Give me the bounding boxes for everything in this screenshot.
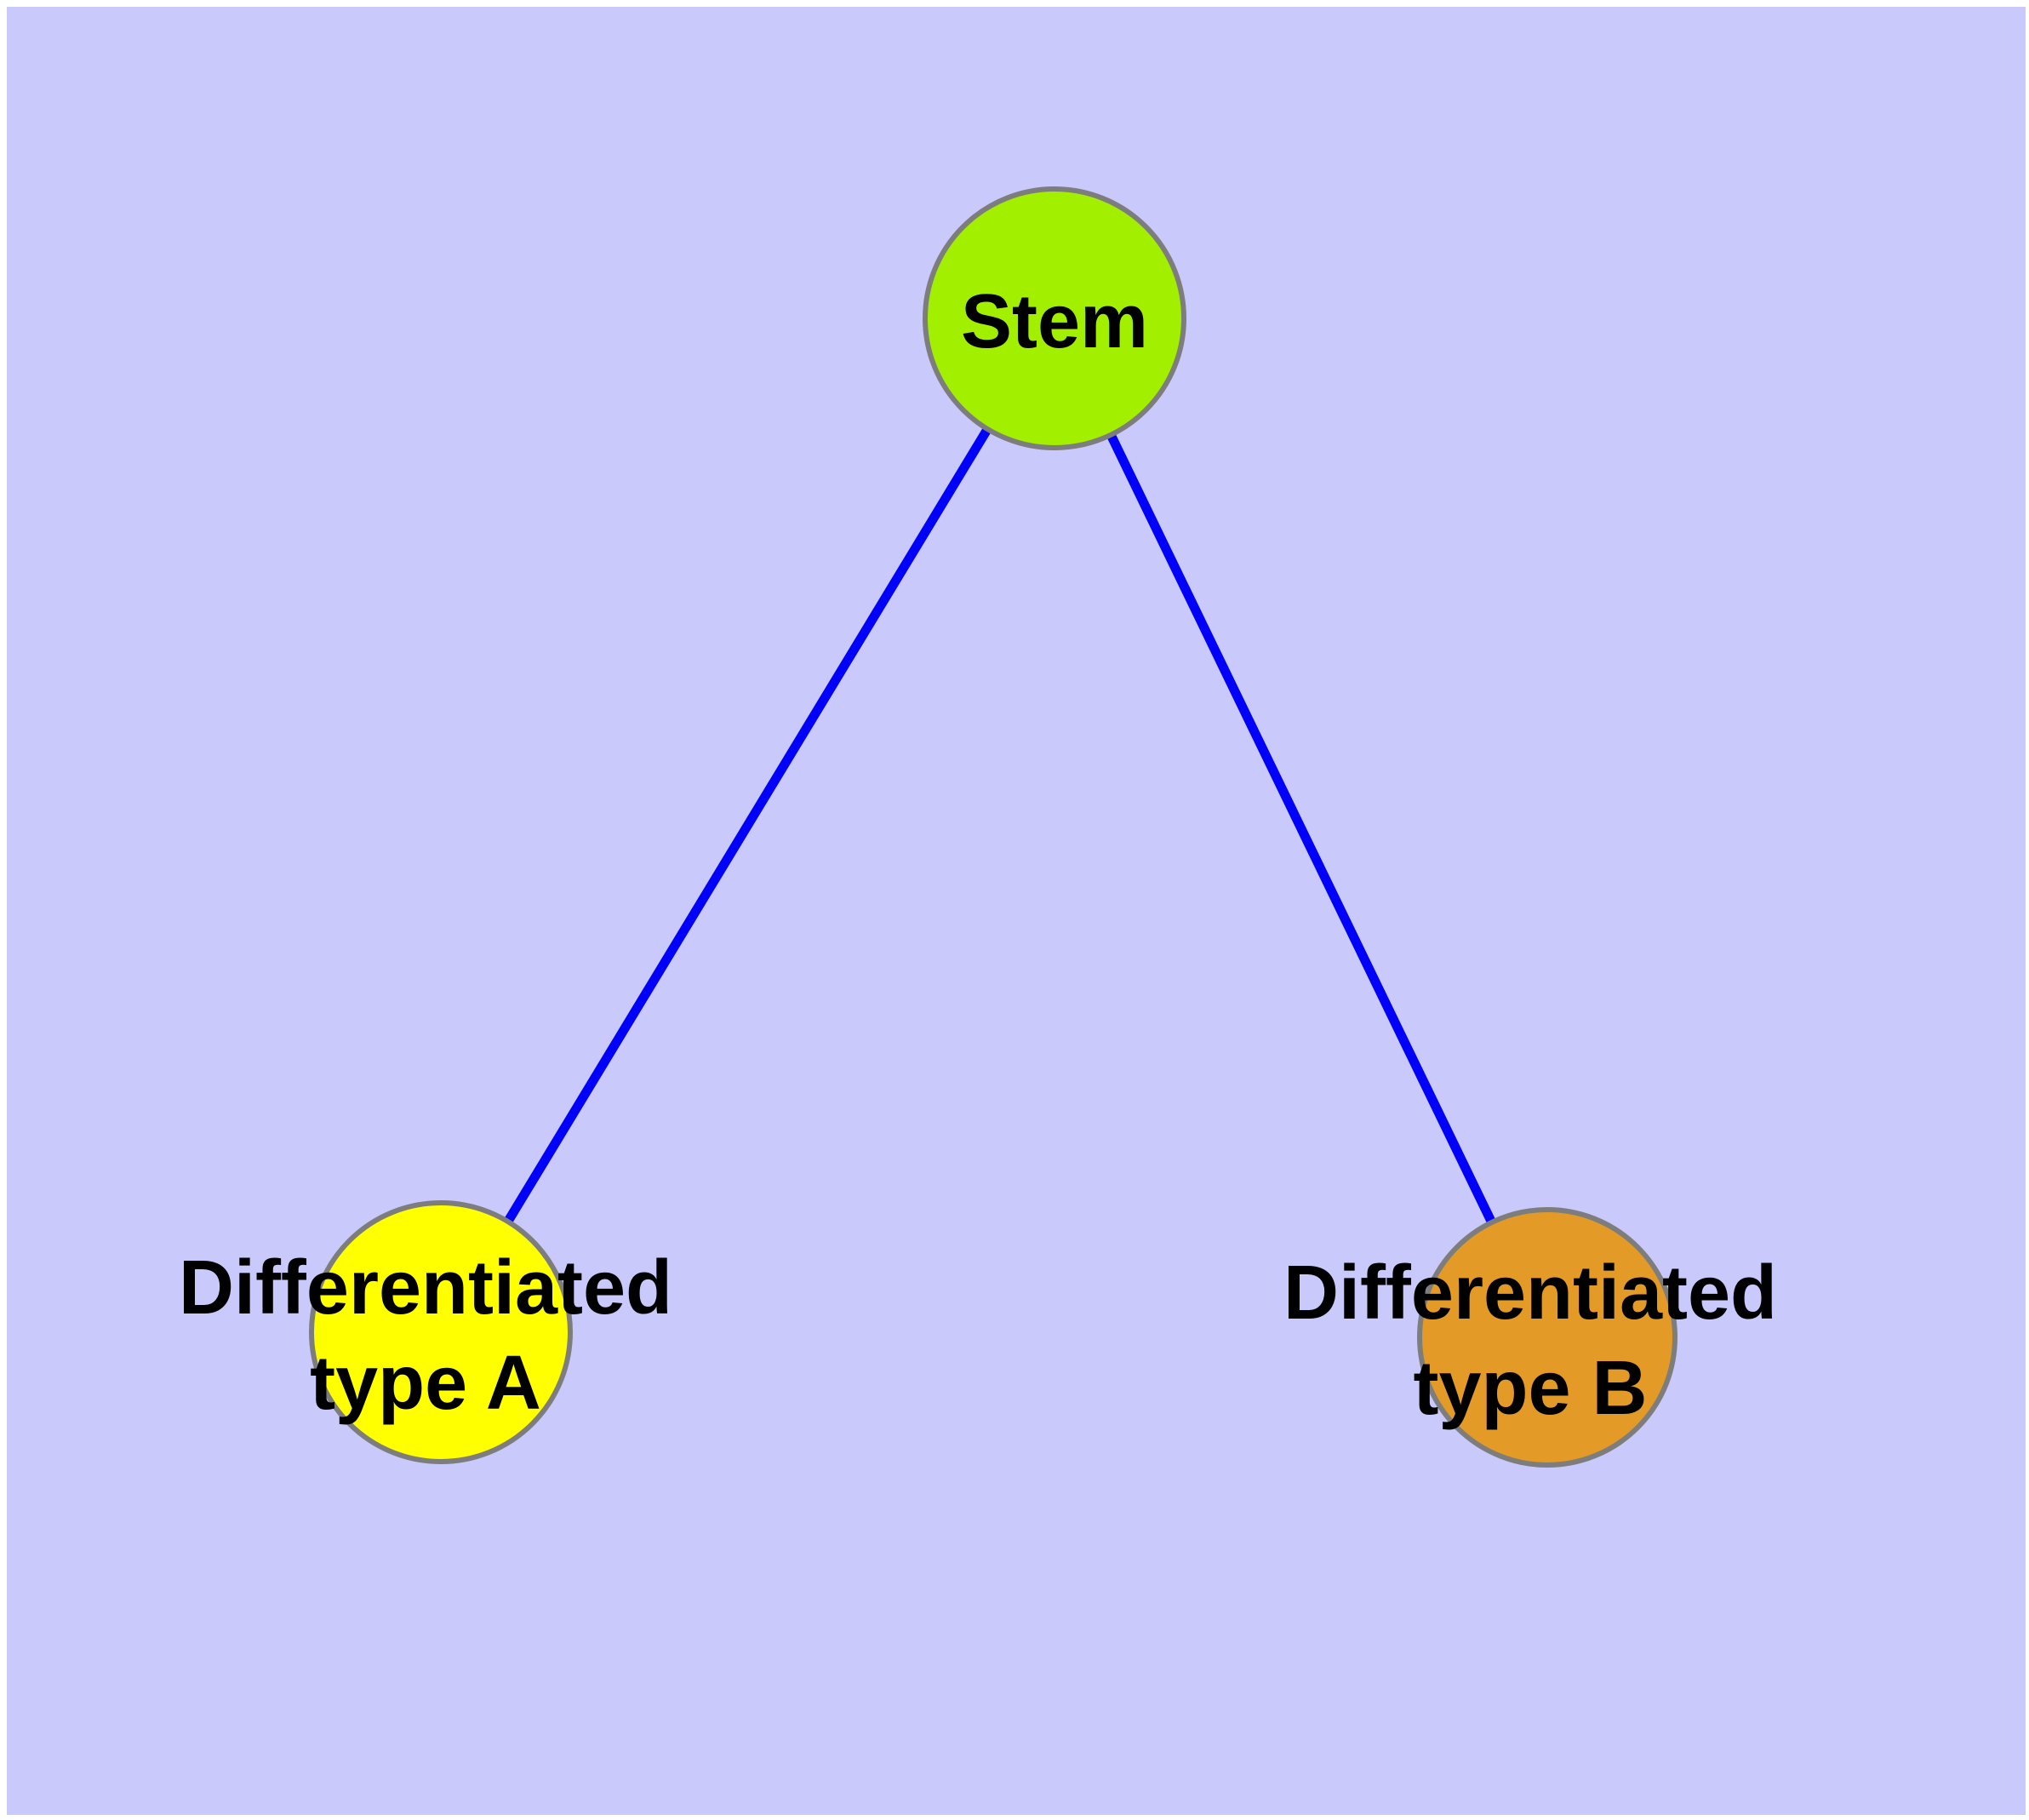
node-label-differentiated-type-a: Differentiated type A	[179, 1245, 672, 1426]
node-differentiated-type-a	[309, 1200, 573, 1464]
edge-stem-to-type-b	[1050, 316, 1552, 1340]
node-stem	[923, 186, 1186, 450]
node-differentiated-type-b	[1417, 1207, 1677, 1468]
node-label-stem: Stem	[961, 279, 1148, 364]
node-label-type-b-line1: Differentiated	[1283, 1251, 1777, 1336]
node-label-type-b-line2: type B	[1413, 1346, 1647, 1431]
edge-stem-to-type-a	[437, 316, 1059, 1335]
node-label-differentiated-type-b: Differentiated type B	[1283, 1251, 1777, 1431]
node-label-type-a-line2: type A	[310, 1341, 541, 1426]
node-label-type-a-line1: Differentiated	[179, 1245, 672, 1331]
